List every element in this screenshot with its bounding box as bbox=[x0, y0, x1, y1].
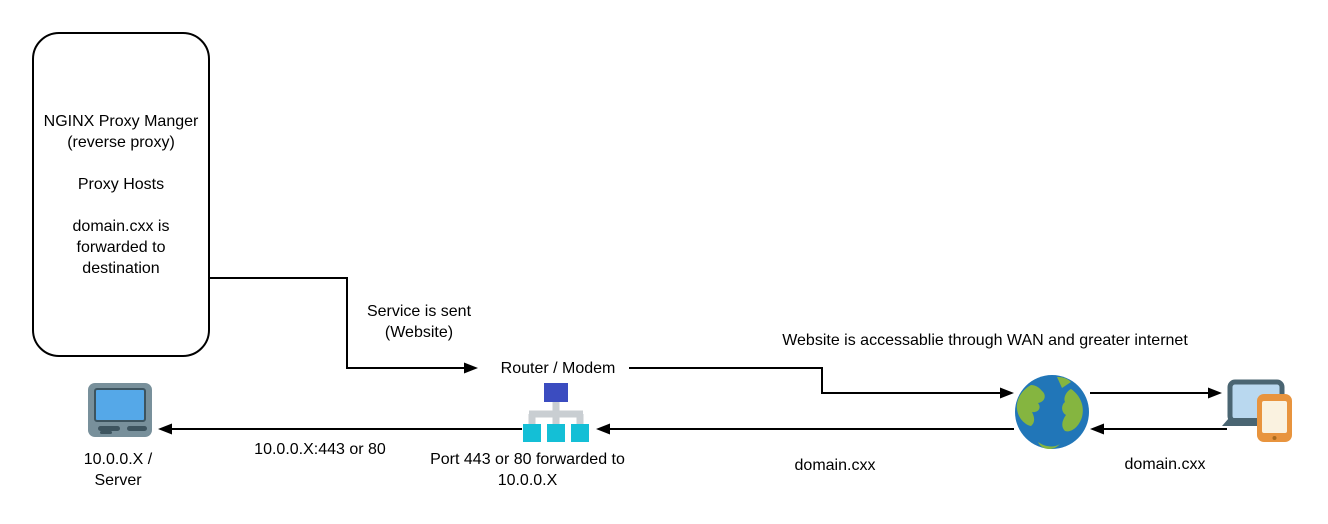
service-sent-line1: Service is sent bbox=[366, 303, 472, 320]
nginx-box-line: Proxy Hosts bbox=[77, 175, 165, 193]
nginx-box-line bbox=[34, 153, 208, 174]
service-sent-label: Service is sent (Website) bbox=[345, 301, 493, 343]
nginx-box-line: destination bbox=[82, 259, 160, 277]
arrow-nginx-to-router bbox=[210, 277, 478, 374]
arrow-router-to-globe bbox=[629, 367, 1014, 399]
arrow-devices-to-globe bbox=[1090, 423, 1227, 435]
port-forward-label: Port 443 or 80 forwarded to 10.0.0.X bbox=[425, 449, 630, 491]
nginx-box-line: forwarded to bbox=[76, 238, 166, 256]
router-modem-icon bbox=[523, 383, 589, 442]
port-forward-line2: 10.0.0.X bbox=[497, 472, 558, 489]
server-computer-icon bbox=[88, 383, 152, 437]
server-ip-line1: 10.0.0.X / bbox=[83, 451, 153, 468]
server-ip-line2: Server bbox=[94, 472, 142, 489]
nginx-box-line: domain.cxx is bbox=[72, 217, 170, 235]
domain-wan-label: domain.cxx bbox=[794, 457, 876, 474]
nginx-box-line: (reverse proxy) bbox=[67, 133, 175, 151]
nginx-box-line: NGINX Proxy Manger bbox=[43, 112, 199, 130]
ip-port-label: 10.0.0.X:443 or 80 bbox=[254, 441, 386, 458]
router-modem-label: Router / Modem bbox=[500, 360, 616, 377]
nginx-proxy-box: NGINX Proxy Manger (reverse proxy) Proxy… bbox=[32, 32, 210, 357]
internet-globe-icon bbox=[1015, 375, 1089, 450]
arrow-router-to-server bbox=[158, 423, 522, 435]
nginx-box-line bbox=[34, 195, 208, 216]
domain-client-label: domain.cxx bbox=[1124, 456, 1206, 473]
client-devices-icon bbox=[1222, 379, 1292, 442]
arrow-globe-to-router bbox=[596, 423, 1014, 435]
port-forward-line1: Port 443 or 80 forwarded to bbox=[430, 451, 625, 468]
server-ip-label: 10.0.0.X / Server bbox=[58, 449, 178, 491]
arrow-globe-to-devices bbox=[1090, 387, 1222, 399]
wan-access-note: Website is accessablie through WAN and g… bbox=[782, 332, 1188, 349]
service-sent-line2: (Website) bbox=[384, 324, 454, 341]
